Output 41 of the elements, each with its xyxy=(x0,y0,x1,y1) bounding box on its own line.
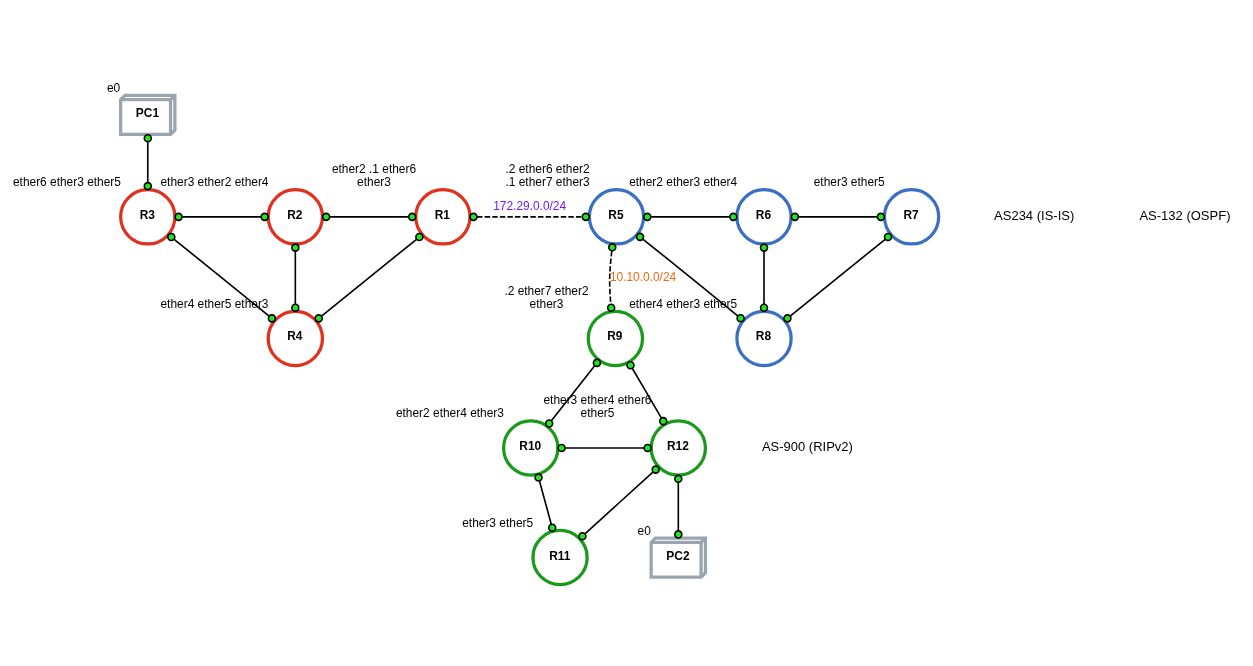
edge-label: 10.10.0.0/24 xyxy=(609,269,677,284)
node-label: .2 ether7 ether2 xyxy=(504,283,589,298)
connector xyxy=(544,358,602,428)
edge-label: 172.29.0.0/24 xyxy=(493,198,567,213)
connector xyxy=(321,212,417,221)
connector xyxy=(534,472,557,532)
node-label: e0 xyxy=(106,80,121,95)
connector xyxy=(291,242,300,312)
connector xyxy=(626,360,668,425)
node-label: ether5 xyxy=(580,405,615,420)
connector xyxy=(606,242,617,312)
node-label: .1 ether7 ether3 xyxy=(505,174,590,189)
label: AS234 (IS-IS) xyxy=(994,207,1075,223)
label: AS-132 (OSPF) xyxy=(1139,207,1231,223)
connector xyxy=(783,232,893,323)
connector xyxy=(790,212,886,221)
node-label: ether6 ether3 ether5 xyxy=(12,174,121,189)
connector xyxy=(674,474,683,539)
node-circle: R6 xyxy=(735,187,793,246)
connector xyxy=(578,464,660,540)
connector xyxy=(469,212,591,221)
node-label: .2 ether6 ether2 xyxy=(505,161,590,176)
connector xyxy=(314,232,424,323)
node-label: ether3 ether5 xyxy=(813,174,885,189)
connector xyxy=(167,232,277,323)
node-label: ether3 xyxy=(357,174,391,189)
node-label: e0 xyxy=(637,523,651,538)
connector xyxy=(635,232,745,322)
connector xyxy=(643,212,738,221)
node-label: ether2 ether4 ether3 xyxy=(395,405,504,420)
connector xyxy=(174,212,269,221)
connector xyxy=(143,133,153,190)
connector xyxy=(759,242,769,312)
node-label: ether3 xyxy=(529,296,564,311)
node-circle: R2 xyxy=(266,187,325,246)
node-label: ether2 .1 ether6 xyxy=(331,161,417,176)
label: AS-900 (RIPv2) xyxy=(761,438,853,454)
node-label: ether3 ether2 ether4 xyxy=(160,174,269,189)
connector xyxy=(557,443,652,452)
node-label: ether3 ether5 xyxy=(462,515,534,530)
node-label: ether2 ether3 ether4 xyxy=(629,174,738,189)
